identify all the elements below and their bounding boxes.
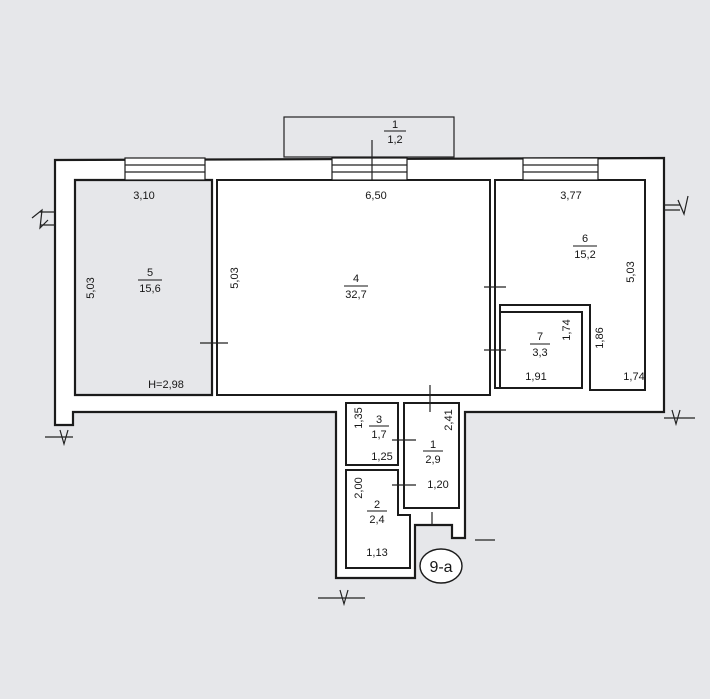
room-7-notch: 1,86 bbox=[594, 327, 606, 348]
room-3-depth: 1,35 bbox=[353, 407, 365, 428]
room-6-area: 15,2 bbox=[574, 249, 595, 261]
room-6-bottom: 1,74 bbox=[623, 371, 644, 383]
room-3-area: 1,7 bbox=[371, 429, 386, 441]
apartment-tag: 9-а bbox=[419, 548, 463, 584]
balcony-outline bbox=[283, 116, 455, 158]
room-7-depth: 1,74 bbox=[561, 319, 573, 340]
room-4-depth: 5,03 bbox=[229, 267, 241, 288]
room-2-width: 1,13 bbox=[366, 547, 387, 559]
balcony-number: 1 bbox=[392, 119, 398, 131]
room-4-area: 32,7 bbox=[345, 289, 366, 301]
room-1-area: 2,9 bbox=[425, 454, 440, 466]
room-1-number: 1 bbox=[430, 439, 436, 451]
room-6-outline bbox=[494, 179, 646, 391]
room-4-width: 6,50 bbox=[365, 190, 386, 202]
room-2-depth: 2,00 bbox=[353, 477, 365, 498]
room-2-area: 2,4 bbox=[369, 514, 384, 526]
balcony-area: 1,2 bbox=[387, 134, 402, 146]
room-4-number: 4 bbox=[353, 273, 359, 285]
room-1-outline bbox=[403, 402, 460, 509]
room-5-width: 3,10 bbox=[133, 190, 154, 202]
hall-width: 1,20 bbox=[427, 479, 448, 491]
room-7-number: 7 bbox=[537, 331, 543, 343]
window-room-6 bbox=[522, 157, 599, 181]
lower-right-wall-break bbox=[664, 409, 695, 427]
room-6-width: 3,77 bbox=[560, 190, 581, 202]
room-6-depth: 5,03 bbox=[625, 261, 637, 282]
room-3-outline bbox=[345, 402, 399, 466]
door-marks bbox=[200, 140, 506, 525]
room-2-outline bbox=[345, 469, 411, 569]
room-7-width: 1,91 bbox=[525, 371, 546, 383]
room-6-number: 6 bbox=[582, 233, 588, 245]
room-3-number: 3 bbox=[376, 414, 382, 426]
window-room-4 bbox=[331, 157, 408, 181]
apartment-tag-text: 9-а bbox=[429, 559, 452, 576]
ceiling-height: H=2,98 bbox=[148, 379, 184, 391]
right-wall-break bbox=[664, 195, 689, 216]
room-5-depth: 5,03 bbox=[85, 277, 97, 298]
hall-depth: 2,41 bbox=[443, 409, 455, 430]
left-wall-break bbox=[31, 208, 55, 230]
room-3-width: 1,25 bbox=[371, 451, 392, 463]
lower-left-wall-break bbox=[45, 429, 73, 447]
window-room-5 bbox=[124, 157, 206, 181]
room-5-area: 15,6 bbox=[139, 283, 160, 295]
room-7-area: 3,3 bbox=[532, 347, 547, 359]
bottom-wall-break bbox=[318, 589, 365, 607]
room-2-number: 2 bbox=[374, 499, 380, 511]
room-5-number: 5 bbox=[147, 267, 153, 279]
